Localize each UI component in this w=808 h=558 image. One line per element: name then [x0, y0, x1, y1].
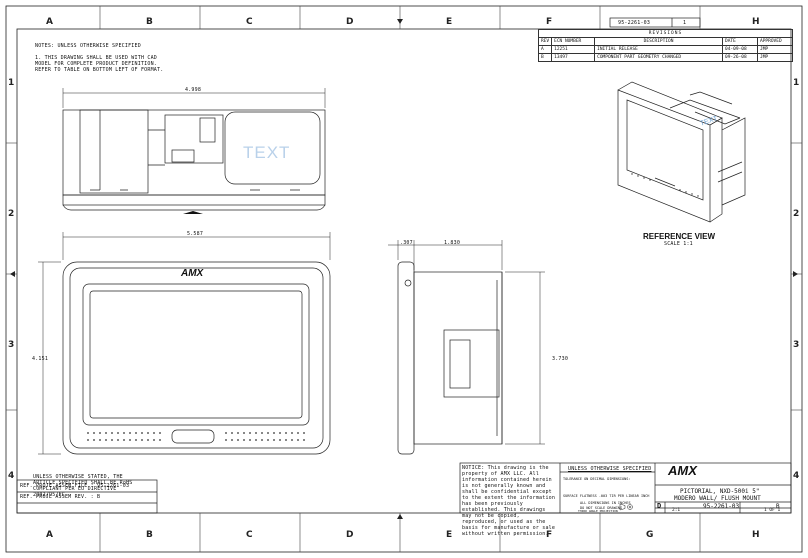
do-not-scale-note: DO NOT SCALE DRAWING	[580, 506, 623, 510]
ref-assem-rev: REF. PROJE ASSEM REV. : B	[20, 494, 101, 500]
header-sheet-count: 1	[683, 20, 687, 26]
notes-heading: NOTES: UNLESS OTHERWISE SPECIFIED	[35, 43, 141, 49]
rev-cell: 13497	[551, 53, 596, 62]
dim-side-depth: 1.830	[444, 240, 461, 246]
zone-col-c: C	[246, 17, 253, 27]
size-value: D	[657, 502, 662, 510]
revisions-table: REVISIONS REV ECN NUMBER DESCRIPTION DAT…	[537, 29, 793, 62]
zone-row-1-right: 1	[793, 78, 800, 88]
tolerance-note: TOLERANCE ON DECIMAL DIMENSIONS:	[563, 477, 631, 481]
zone-col-b-bottom: B	[146, 530, 153, 540]
sheet-value: 1 OF 1	[764, 508, 781, 513]
zone-col-e-bottom: E	[446, 530, 453, 540]
dim-side-lip: .307	[400, 240, 413, 246]
rev-cell: JMP	[757, 53, 793, 62]
rev-cell: INITIAL RELEASE	[594, 45, 723, 54]
rev-col-date: DATE	[722, 37, 758, 46]
table-row: A 12251 INITIAL RELEASE 04-09-08 JMP	[537, 45, 793, 54]
rev-col-desc: DESCRIPTION	[594, 37, 723, 46]
zone-col-d-bottom: D	[346, 530, 354, 540]
reference-view	[617, 81, 746, 223]
zone-col-f: F	[546, 17, 553, 27]
dim-front-width: 5.587	[187, 231, 204, 237]
rev-col-rev: REV	[537, 37, 553, 46]
side-view	[388, 240, 545, 455]
zone-row-3: 3	[8, 340, 15, 350]
zone-col-e: E	[446, 17, 453, 27]
rev-cell: COMPONENT PART GEOMETRY CHANGED	[594, 53, 723, 62]
zone-col-h-bottom: H	[752, 530, 760, 540]
zone-col-f-bottom: F	[546, 530, 553, 540]
proprietary-notice: NOTICE: This drawing is the property of …	[462, 465, 556, 537]
zone-col-a: A	[46, 17, 53, 27]
rev-col-ecn: ECN NUMBER	[551, 37, 596, 46]
brand-logo: AMX	[668, 463, 697, 478]
table-row: B 13497 COMPONENT PART GEOMETRY CHANGED …	[537, 53, 793, 62]
top-view	[62, 88, 326, 211]
zone-row-4: 4	[8, 471, 15, 481]
dim-front-height: 4.151	[32, 356, 49, 362]
header-doc-number: 95-2261-03	[618, 20, 651, 26]
title-line-2: MODERO WALL/ FLUSH MOUNT	[674, 495, 761, 502]
reference-view-title: REFERENCE VIEW	[643, 232, 716, 241]
rev-cell: 04-09-08	[722, 45, 758, 54]
third-angle-note: THIRD ANGLE PROJECTION	[578, 509, 618, 513]
zone-col-h: H	[752, 17, 760, 27]
dim-top-width: 4.998	[185, 87, 202, 93]
front-logo: AMX	[181, 268, 204, 279]
front-view	[38, 232, 331, 455]
zone-row-2-right: 2	[793, 209, 800, 219]
scale-value: 2:1	[672, 508, 681, 513]
rev-col-approved: APPROVED	[757, 37, 793, 46]
rev-cell: 09-26-08	[722, 53, 758, 62]
rohs-note: UNLESS OTHERWISE STATED, THE ARTICLE SPE…	[33, 474, 133, 498]
zone-row-1: 1	[8, 78, 15, 88]
revision-letter: B	[776, 503, 780, 510]
dims-inches-note: ALL DIMENSIONS IN INCHES	[580, 501, 631, 505]
zone-col-d: D	[346, 17, 354, 27]
title-line-1: PICTORIAL, NXD-500i 5"	[680, 488, 760, 495]
zone-row-2: 2	[8, 209, 15, 219]
rev-cell: JMP	[757, 45, 793, 54]
zone-col-a-bottom: A	[46, 530, 53, 540]
speaker-holes	[87, 432, 305, 441]
zone-row-3-right: 3	[793, 340, 800, 350]
notes-item-1: 1. THIS DRAWING SHALL BE USED WITH CAD M…	[35, 55, 164, 73]
dim-side-height: 3.730	[552, 356, 569, 362]
zone-row-4-right: 4	[793, 471, 800, 481]
rev-cell: 12251	[551, 45, 596, 54]
zone-col-g-bottom: G	[646, 530, 654, 540]
surface-flatness-note: SURFACE FLATNESS .003 TIR PER LINEAR INC…	[563, 494, 650, 498]
zone-col-c-bottom: C	[246, 530, 253, 540]
top-view-label: TEXT	[243, 143, 291, 162]
doc-number: 95-2261-03	[703, 503, 740, 510]
reference-view-scale: SCALE 1:1	[664, 241, 693, 247]
rev-cell: A	[537, 45, 553, 54]
zone-col-b: B	[146, 17, 153, 27]
rev-cell: B	[537, 53, 553, 62]
revisions-heading: REVISIONS	[538, 29, 793, 38]
ref-assem-file: REF. PROJE ASSEM FILE : 95-2261-03	[20, 483, 130, 489]
unless-specified: UNLESS OTHERWISE SPECIFIED	[568, 466, 652, 472]
